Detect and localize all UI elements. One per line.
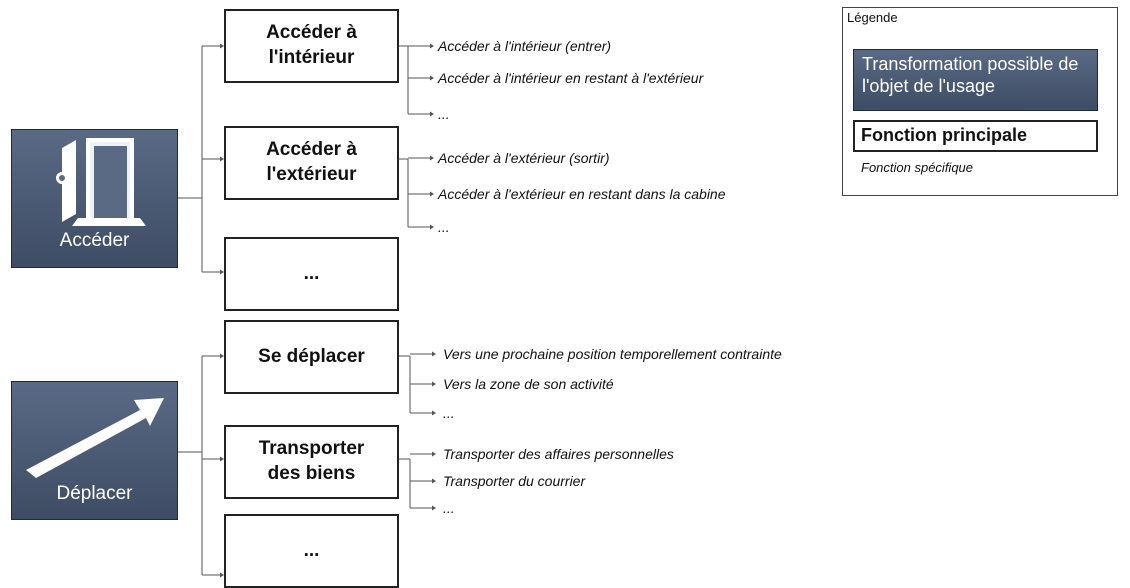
specific-function: Transporter des affaires personnelles [443, 446, 674, 462]
legend-specific-function: Fonction spécifique [861, 160, 974, 175]
specific-function: Vers la zone de son activité [443, 376, 614, 392]
transformation-label: Déplacer [56, 483, 133, 504]
legend-title: Légende [847, 10, 898, 25]
arrow-head [432, 451, 436, 457]
arrow-head [430, 111, 434, 117]
function-se-deplacer: Se déplacer [224, 320, 399, 394]
arrow-head [432, 381, 436, 387]
specific-function: Accéder à l'extérieur en restant dans la… [438, 186, 726, 202]
legend-transformation: Transformation possible de l'objet de l'… [853, 49, 1098, 111]
transformation-deplacer: Déplacer [11, 381, 178, 520]
specific-function: Accéder à l'intérieur en restant à l'ext… [438, 70, 704, 86]
arrow-head [220, 456, 224, 462]
arrow-head [220, 43, 224, 49]
function-other-2: ... [224, 514, 399, 588]
arrow-head [432, 351, 436, 357]
arrow-head [432, 478, 436, 484]
function-acceder-exterieur: Accéder à l'extérieur [224, 126, 399, 200]
arrow-head [220, 269, 224, 275]
arrow-head [430, 191, 434, 197]
door-icon [56, 138, 146, 226]
arrow-head [430, 43, 434, 49]
specific-function: Vers une prochaine position temporelleme… [443, 346, 782, 362]
function-acceder-interieur: Accéder à l'intérieur [224, 9, 399, 83]
specific-function: ... [438, 219, 450, 235]
legend-main-function: Fonction principale [853, 120, 1098, 152]
legend: Légende Transformation possible de l'obj… [842, 7, 1118, 196]
arrow-head [432, 410, 436, 416]
specific-function: ... [443, 500, 455, 516]
arrow-head [430, 224, 434, 230]
transformation-label: Accéder [59, 230, 130, 251]
arrow-head [432, 505, 436, 511]
specific-function: Accéder à l'intérieur (entrer) [438, 38, 612, 54]
specific-function: Accéder à l'extérieur (sortir) [438, 150, 610, 166]
specific-function: Transporter du courrier [443, 473, 586, 489]
arrow-head [220, 353, 224, 359]
function-transporter-biens: Transporter des biens [224, 425, 399, 499]
arrow-up-right-icon [26, 398, 164, 478]
specific-function: ... [443, 405, 455, 421]
arrow-head [430, 155, 434, 161]
arrow-head [430, 75, 434, 81]
function-other-1: ... [224, 237, 399, 311]
specific-function: ... [438, 106, 450, 122]
transformation-acceder: Accéder [11, 129, 178, 268]
arrow-head [220, 156, 224, 162]
arrow-head [220, 572, 224, 578]
